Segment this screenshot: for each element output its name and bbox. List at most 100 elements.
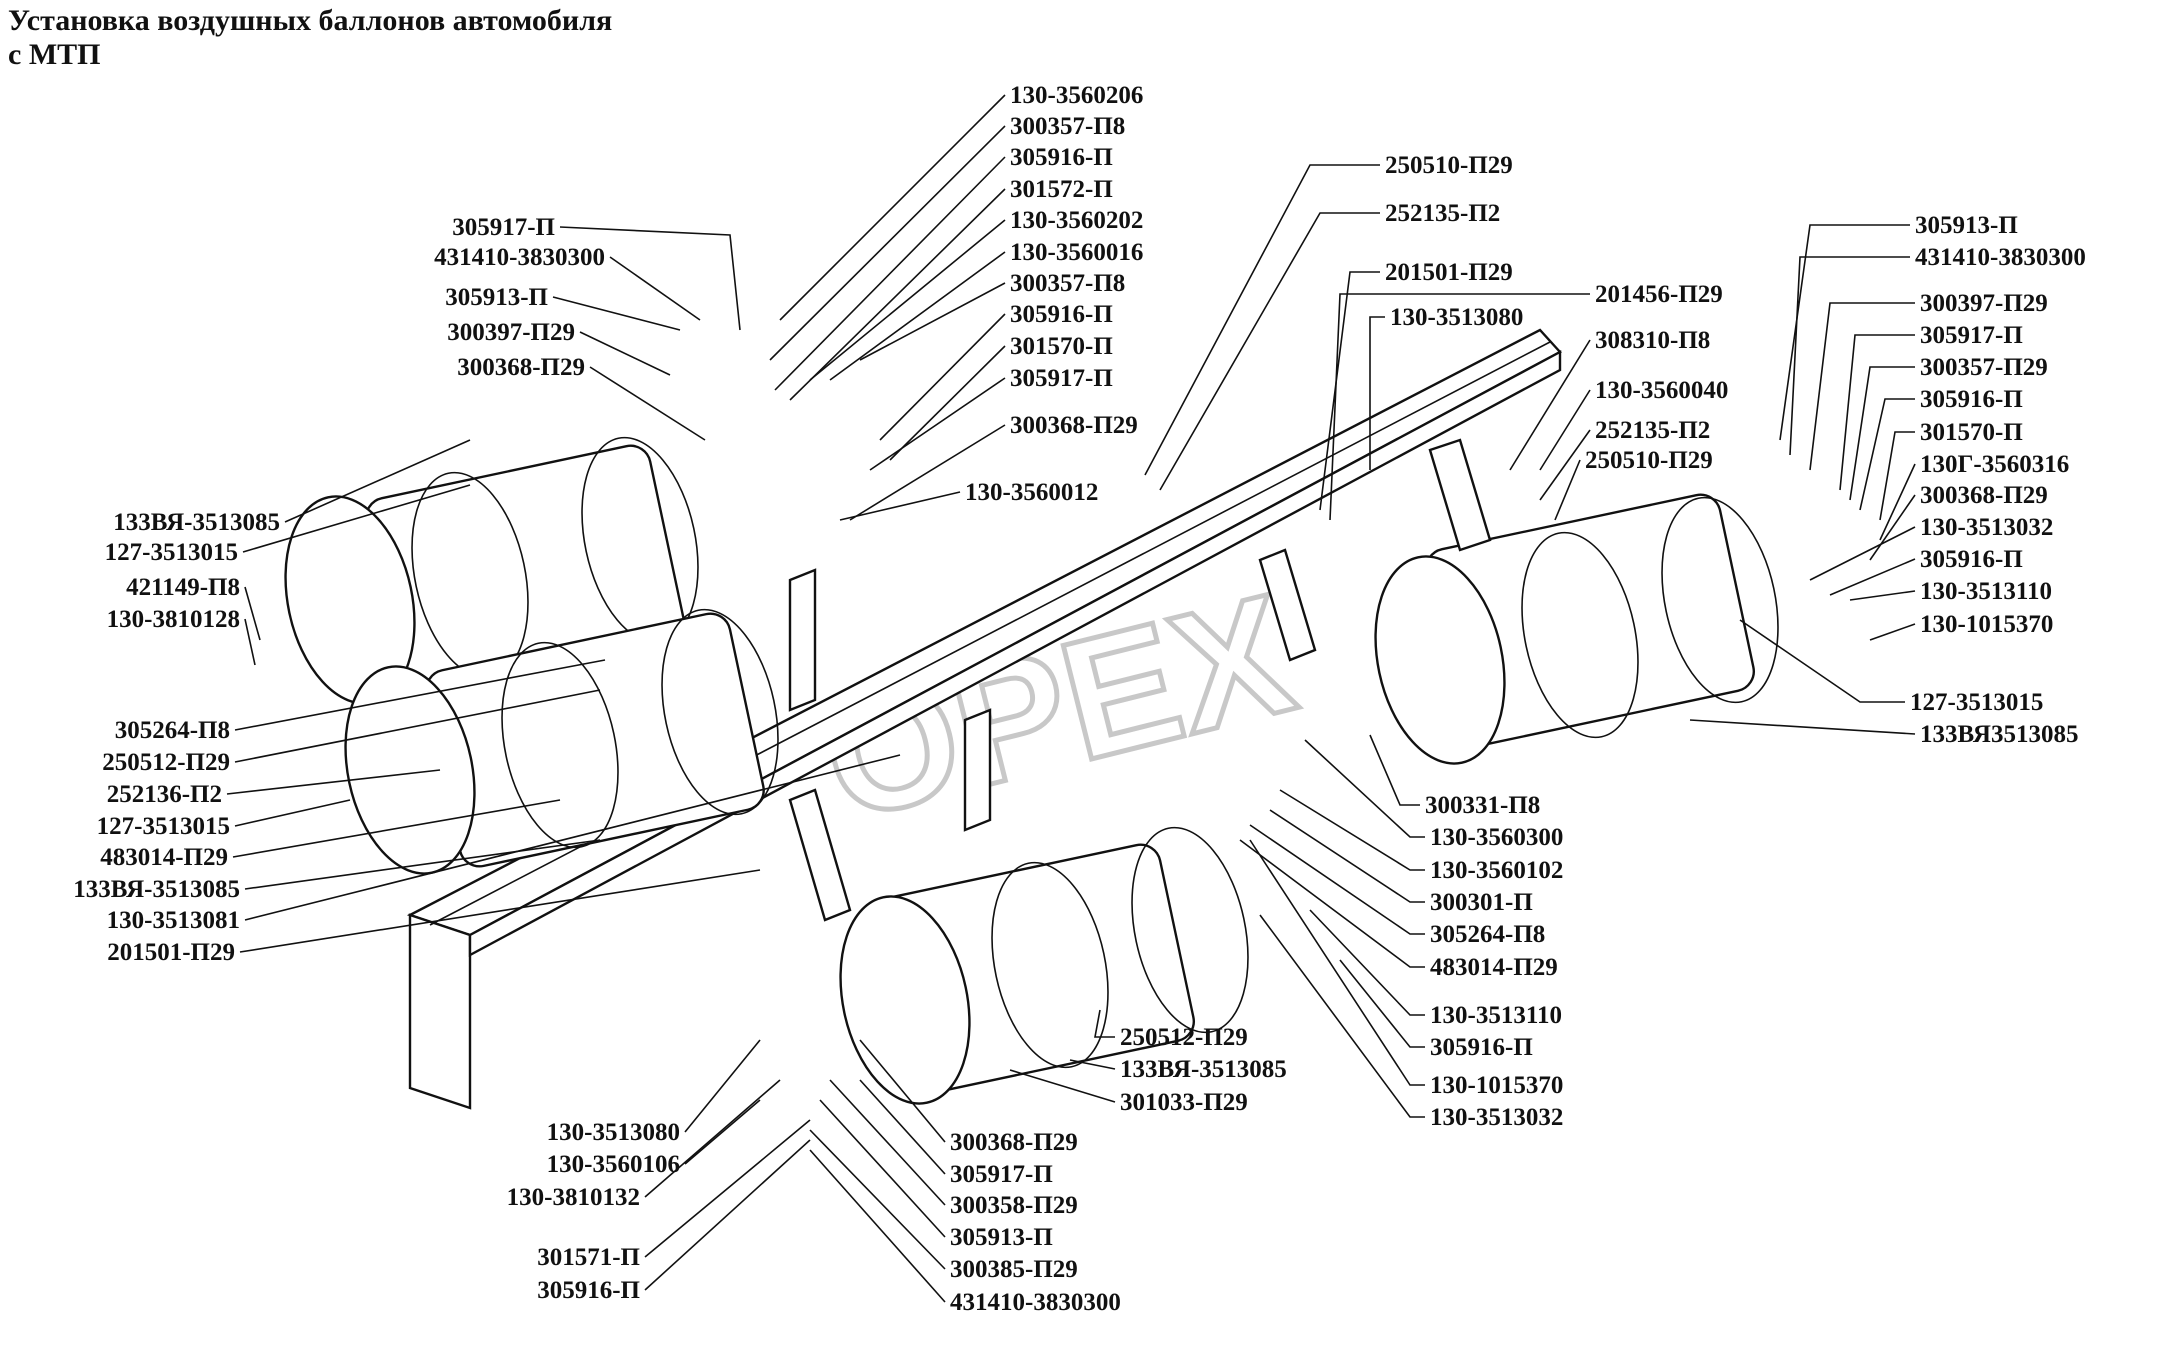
leader-line-l07 <box>859 282 1006 361</box>
part-label-l09: 301570-П <box>1010 333 1113 360</box>
part-label-l75: 305913-П <box>950 1224 1053 1251</box>
part-label-l34: 130-3513080 <box>1390 304 1523 331</box>
leader-line-l20 <box>244 586 261 641</box>
part-label-l14: 431410-3830300 <box>434 244 605 271</box>
leader-line-l52 <box>1739 619 1905 703</box>
part-label-l01: 130-3560206 <box>1010 82 1143 109</box>
part-label-l50: 130-3513110 <box>1920 578 2052 605</box>
part-label-l45: 301570-П <box>1920 419 2023 446</box>
leader-line-l30 <box>1144 164 1380 476</box>
part-label-l07: 300357-П8 <box>1010 270 1125 297</box>
part-label-l72: 300368-П29 <box>950 1129 1078 1156</box>
leader-line-l05 <box>809 219 1006 381</box>
diagram-title-line-2: с МТП <box>8 38 101 71</box>
leader-line-l36 <box>1539 389 1591 471</box>
leader-line-l53 <box>1689 719 1916 735</box>
part-label-l11: 300368-П29 <box>1010 412 1138 439</box>
part-label-l64: 250512-П29 <box>1120 1024 1248 1051</box>
part-label-l04: 301572-П <box>1010 176 1113 203</box>
leader-line-l44 <box>1859 398 1915 511</box>
part-label-l27: 133ВЯ-3513085 <box>73 876 240 903</box>
leader-line-l17 <box>589 366 706 441</box>
leader-line-l49 <box>1829 558 1916 596</box>
leader-line-l41 <box>1809 302 1915 471</box>
leader-line-l27 <box>244 839 601 890</box>
part-label-l61: 305916-П <box>1430 1034 1533 1061</box>
part-label-l35: 308310-П8 <box>1595 327 1710 354</box>
part-label-l13: 305917-П <box>452 214 555 241</box>
leader-line-l54 <box>1369 734 1420 806</box>
leader-line-l71 <box>644 1139 811 1291</box>
callout-labels: 130-3560206 300357-П8 305916-П 301572-П 130-… <box>73 82 2086 1316</box>
leader-line-l58 <box>1249 824 1425 935</box>
part-label-l05: 130-3560202 <box>1010 207 1143 234</box>
part-label-l28: 130-3513081 <box>107 907 240 934</box>
leader-line-l64 <box>1094 1009 1115 1038</box>
leader-line-l55 <box>1304 739 1425 838</box>
part-label-l19: 127-3513015 <box>105 539 238 566</box>
part-label-l43: 300357-П29 <box>1920 354 2048 381</box>
part-label-l57: 300301-П <box>1430 889 1533 916</box>
air-tank-right <box>1374 493 1779 765</box>
leader-line-l37 <box>1539 429 1591 501</box>
leader-line-l77 <box>809 1149 946 1303</box>
part-label-l76: 300385-П29 <box>950 1256 1078 1283</box>
leader-line-l59 <box>1239 839 1425 968</box>
leader-line-l48 <box>1809 526 1916 581</box>
leader-line-l21 <box>244 618 256 666</box>
leader-line-l62 <box>1249 839 1425 1086</box>
leader-line-l60 <box>1309 909 1425 1016</box>
part-label-l21: 130-3810128 <box>107 606 240 633</box>
leader-line-l04 <box>789 188 1006 401</box>
part-label-l40: 431410-3830300 <box>1915 244 2086 271</box>
leader-line-l08 <box>879 313 1006 441</box>
leader-line-l74 <box>829 1079 946 1206</box>
part-label-l60: 130-3513110 <box>1430 1002 1562 1029</box>
leader-line-l25 <box>234 799 351 827</box>
part-label-l71: 305916-П <box>537 1277 640 1304</box>
leader-line-l38 <box>1554 459 1581 521</box>
part-label-l31: 252135-П2 <box>1385 200 1500 227</box>
part-label-l23: 250512-П29 <box>102 749 230 776</box>
part-label-l69: 130-3810132 <box>507 1184 640 1211</box>
leader-line-l10 <box>869 377 1006 471</box>
leader-line-l15 <box>552 296 681 331</box>
leader-line-l70 <box>644 1119 811 1258</box>
leader-line-l76 <box>809 1129 946 1270</box>
leader-line-l56 <box>1279 789 1425 871</box>
part-label-l63: 130-3513032 <box>1430 1104 1563 1131</box>
leader-line-l39 <box>1779 224 1910 441</box>
part-label-l70: 301571-П <box>537 1244 640 1271</box>
part-label-l17: 300368-П29 <box>457 354 585 381</box>
leader-line-l19 <box>242 484 471 553</box>
part-label-l68: 130-3560106 <box>547 1151 680 1178</box>
leader-line-l50 <box>1849 590 1916 601</box>
leader-line-l75 <box>819 1099 946 1238</box>
part-label-l55: 130-3560300 <box>1430 824 1563 851</box>
leader-line-l69 <box>644 1079 781 1198</box>
leader-line-l61 <box>1339 959 1425 1048</box>
leader-line-l24 <box>226 769 441 795</box>
part-label-l29: 201501-П29 <box>107 939 235 966</box>
leader-line-l23 <box>234 689 601 763</box>
part-label-l02: 300357-П8 <box>1010 113 1125 140</box>
part-label-l03: 305916-П <box>1010 144 1113 171</box>
diagram-title: Установка воздушных баллонов автомобиля … <box>8 4 612 72</box>
part-label-l30: 250510-П29 <box>1385 152 1513 179</box>
part-label-l20: 421149-П8 <box>126 574 240 601</box>
part-label-l42: 305917-П <box>1920 322 2023 349</box>
part-label-l53: 133ВЯ3513085 <box>1920 721 2078 748</box>
part-label-l37: 252135-П2 <box>1595 417 1710 444</box>
leader-line-l14 <box>609 256 701 321</box>
part-label-l32: 201501-П29 <box>1385 259 1513 286</box>
part-label-l22: 305264-П8 <box>115 717 230 744</box>
part-label-l16: 300397-П29 <box>447 319 575 346</box>
leader-line-l13 <box>559 226 741 331</box>
leader-line-l35 <box>1509 339 1591 471</box>
leader-line-l31 <box>1159 212 1380 491</box>
leader-line-l03 <box>774 156 1006 391</box>
part-label-l24: 252136-П2 <box>107 781 222 808</box>
part-label-l51: 130-1015370 <box>1920 611 2053 638</box>
leader-line-l63 <box>1259 914 1425 1118</box>
